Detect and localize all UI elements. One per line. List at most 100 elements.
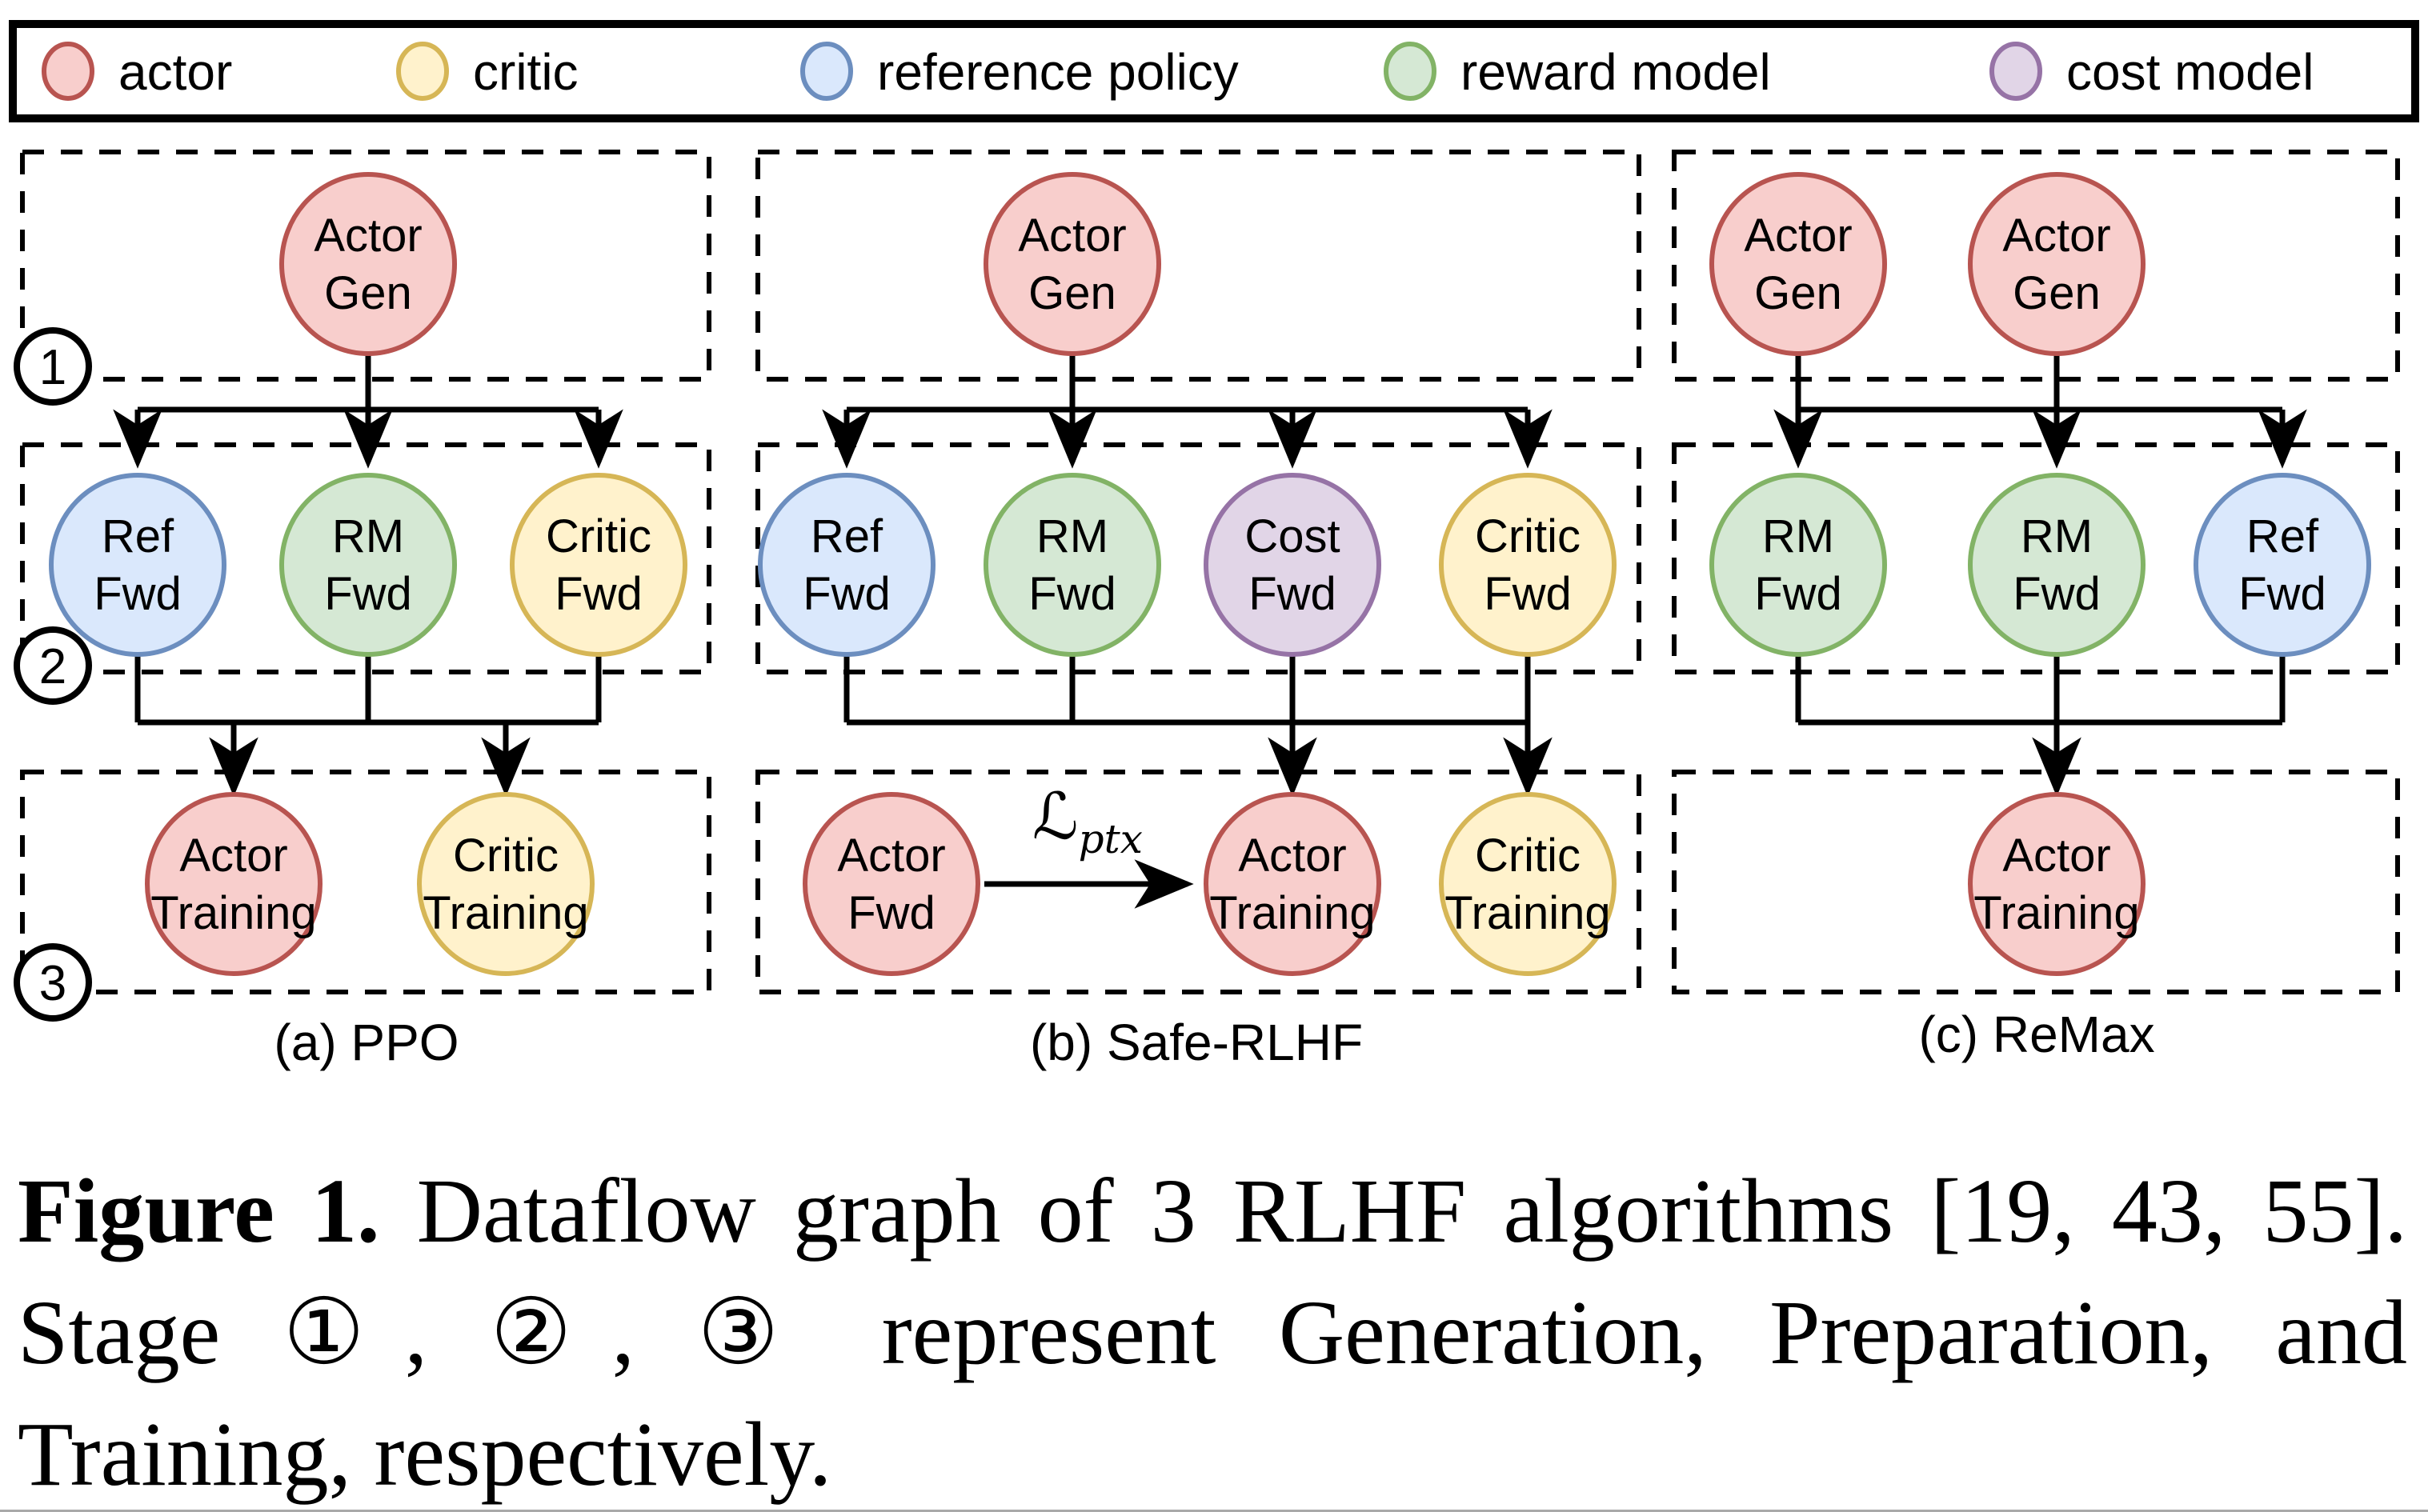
node-label: RM <box>332 510 404 562</box>
figure-caption-line-1-text: Dataflow graph of 3 RLHF algorithms [19,… <box>379 1160 2407 1262</box>
node-label: RM <box>2021 510 2093 562</box>
node-label: Fwd <box>1248 568 1336 620</box>
panel-c-remax: Actor Gen Actor Gen RM Fwd RM Fwd Ref Fw… <box>1709 172 2371 1063</box>
node-b-critic-fwd: Critic Fwd <box>1439 473 1617 657</box>
actor-gen-circle <box>1709 172 1887 356</box>
critic-fwd-circle <box>1439 473 1617 657</box>
rm-fwd-circle <box>1709 473 1887 657</box>
panel-c-stage1-box <box>1672 150 2400 382</box>
stage-badge-2: 2 <box>14 626 92 705</box>
figure-caption: Figure 1. Dataflow graph of 3 RLHF algor… <box>18 1150 2407 1512</box>
node-label: Ref <box>811 510 883 562</box>
stage-1-number: 1 <box>39 340 66 395</box>
node-label: Fwd <box>94 568 182 620</box>
node-b-critic-training: Critic Training <box>1439 792 1617 976</box>
node-label: Actor <box>837 830 945 882</box>
panel-b-stage2-box <box>755 442 1641 674</box>
node-a-actor-gen: Actor Gen <box>279 172 457 356</box>
stage-2-circle <box>14 626 92 705</box>
actor-fwd-circle <box>803 792 980 976</box>
node-label: Training <box>150 887 316 939</box>
reference-policy-legend-icon <box>800 42 853 101</box>
actor-training-circle <box>145 792 323 976</box>
node-label: Training <box>1209 887 1375 939</box>
critic-training-circle <box>1439 792 1617 976</box>
node-label: Fwd <box>1484 568 1572 620</box>
panel-c-merge-edge <box>1795 656 2286 726</box>
cost-fwd-circle <box>1204 473 1381 657</box>
rm-fwd-circle <box>1968 473 2146 657</box>
node-label: Actor <box>179 830 287 882</box>
node-label: Actor <box>1018 210 1126 262</box>
critic-fwd-circle <box>510 473 687 657</box>
node-label: Fwd <box>1028 568 1116 620</box>
node-label: Fwd <box>1754 568 1842 620</box>
node-label: Training <box>1444 887 1610 939</box>
panel-c-caption: (c) ReMax <box>1918 1006 2154 1063</box>
node-a-rm-fwd: RM Fwd <box>279 473 457 657</box>
ptx-loss-label: ℒptx <box>1032 779 1143 862</box>
figure-caption-line-2: Stage ①, ②, ③ represent Generation, Prep… <box>18 1282 2407 1383</box>
cost-model-legend-icon <box>1989 42 2042 101</box>
ref-fwd-circle <box>758 473 936 657</box>
node-label: Fwd <box>324 568 412 620</box>
node-label: Gen <box>324 267 412 319</box>
panel-b-gen-split-edge <box>847 354 1528 413</box>
rm-fwd-circle <box>279 473 457 657</box>
actor-gen-circle <box>279 172 457 356</box>
stage-3-circle <box>14 943 92 1022</box>
node-label: Fwd <box>555 568 643 620</box>
page-column-rule <box>0 1510 2428 1512</box>
reward-model-legend-icon <box>1384 42 1436 101</box>
rm-fwd-circle <box>984 473 1161 657</box>
panel-b-merge-edge <box>843 656 1531 726</box>
node-a-critic-training: Critic Training <box>417 792 595 976</box>
panel-b-stage3-box <box>755 770 1641 994</box>
node-c-rm-fwd-1: RM Fwd <box>1709 473 1887 657</box>
node-c-rm-fwd-2: RM Fwd <box>1968 473 2146 657</box>
legend-label-reference-policy: reference policy <box>877 43 1239 101</box>
actor-legend-icon <box>42 42 94 101</box>
node-b-actor-gen: Actor Gen <box>984 172 1161 356</box>
legend-label-actor: actor <box>118 43 232 101</box>
panel-b-caption: (b) Safe-RLHF <box>1030 1014 1363 1071</box>
node-label: Training <box>423 887 588 939</box>
node-c-actor-gen-1: Actor Gen <box>1709 172 1887 356</box>
node-label: Gen <box>1028 267 1116 319</box>
node-label: Critic <box>546 510 651 562</box>
node-label: Fwd <box>2013 568 2101 620</box>
actor-training-circle <box>1204 792 1381 976</box>
node-label: Fwd <box>847 887 936 939</box>
node-label: Actor <box>1744 210 1852 262</box>
node-b-cost-fwd: Cost Fwd <box>1204 473 1381 657</box>
figure-caption-line-1: Figure 1. Dataflow graph of 3 RLHF algor… <box>18 1150 2407 1272</box>
stage-2-number: 2 <box>39 639 66 694</box>
node-label: Actor <box>314 210 422 262</box>
legend-label-critic: critic <box>473 43 579 101</box>
node-label: RM <box>1036 510 1108 562</box>
node-label: RM <box>1762 510 1834 562</box>
node-label: Fwd <box>2238 568 2326 620</box>
stage-1-circle <box>14 327 92 406</box>
legend-label-cost-model: cost model <box>2066 43 2314 101</box>
node-b-actor-fwd: Actor Fwd <box>803 792 980 976</box>
panel-a-stage3-box <box>20 770 711 994</box>
node-label: Actor <box>2002 830 2110 882</box>
node-c-actor-gen-2: Actor Gen <box>1968 172 2146 356</box>
panel-a-caption: (a) PPO <box>274 1014 459 1071</box>
panel-b-stage1-box <box>755 150 1641 382</box>
node-label: Critic <box>1475 510 1581 562</box>
actor-training-circle <box>1968 792 2146 976</box>
node-a-actor-training: Actor Training <box>145 792 323 976</box>
ref-fwd-circle <box>49 473 226 657</box>
panel-b-safe-rlhf: ℒptx Actor Gen Ref Fwd RM Fwd Cost Fwd C… <box>758 172 1617 1071</box>
node-label: Cost <box>1244 510 1340 562</box>
actor-gen-circle <box>984 172 1161 356</box>
node-label: Training <box>1973 887 2139 939</box>
node-label: Ref <box>2246 510 2319 562</box>
panel-a-merge-edge <box>134 656 602 726</box>
node-label: Gen <box>2013 267 2101 319</box>
node-b-rm-fwd: RM Fwd <box>984 473 1161 657</box>
panel-a-ppo: Actor Gen Ref Fwd RM Fwd Critic Fwd Acto… <box>49 172 687 1071</box>
node-label: Critic <box>1475 830 1581 882</box>
